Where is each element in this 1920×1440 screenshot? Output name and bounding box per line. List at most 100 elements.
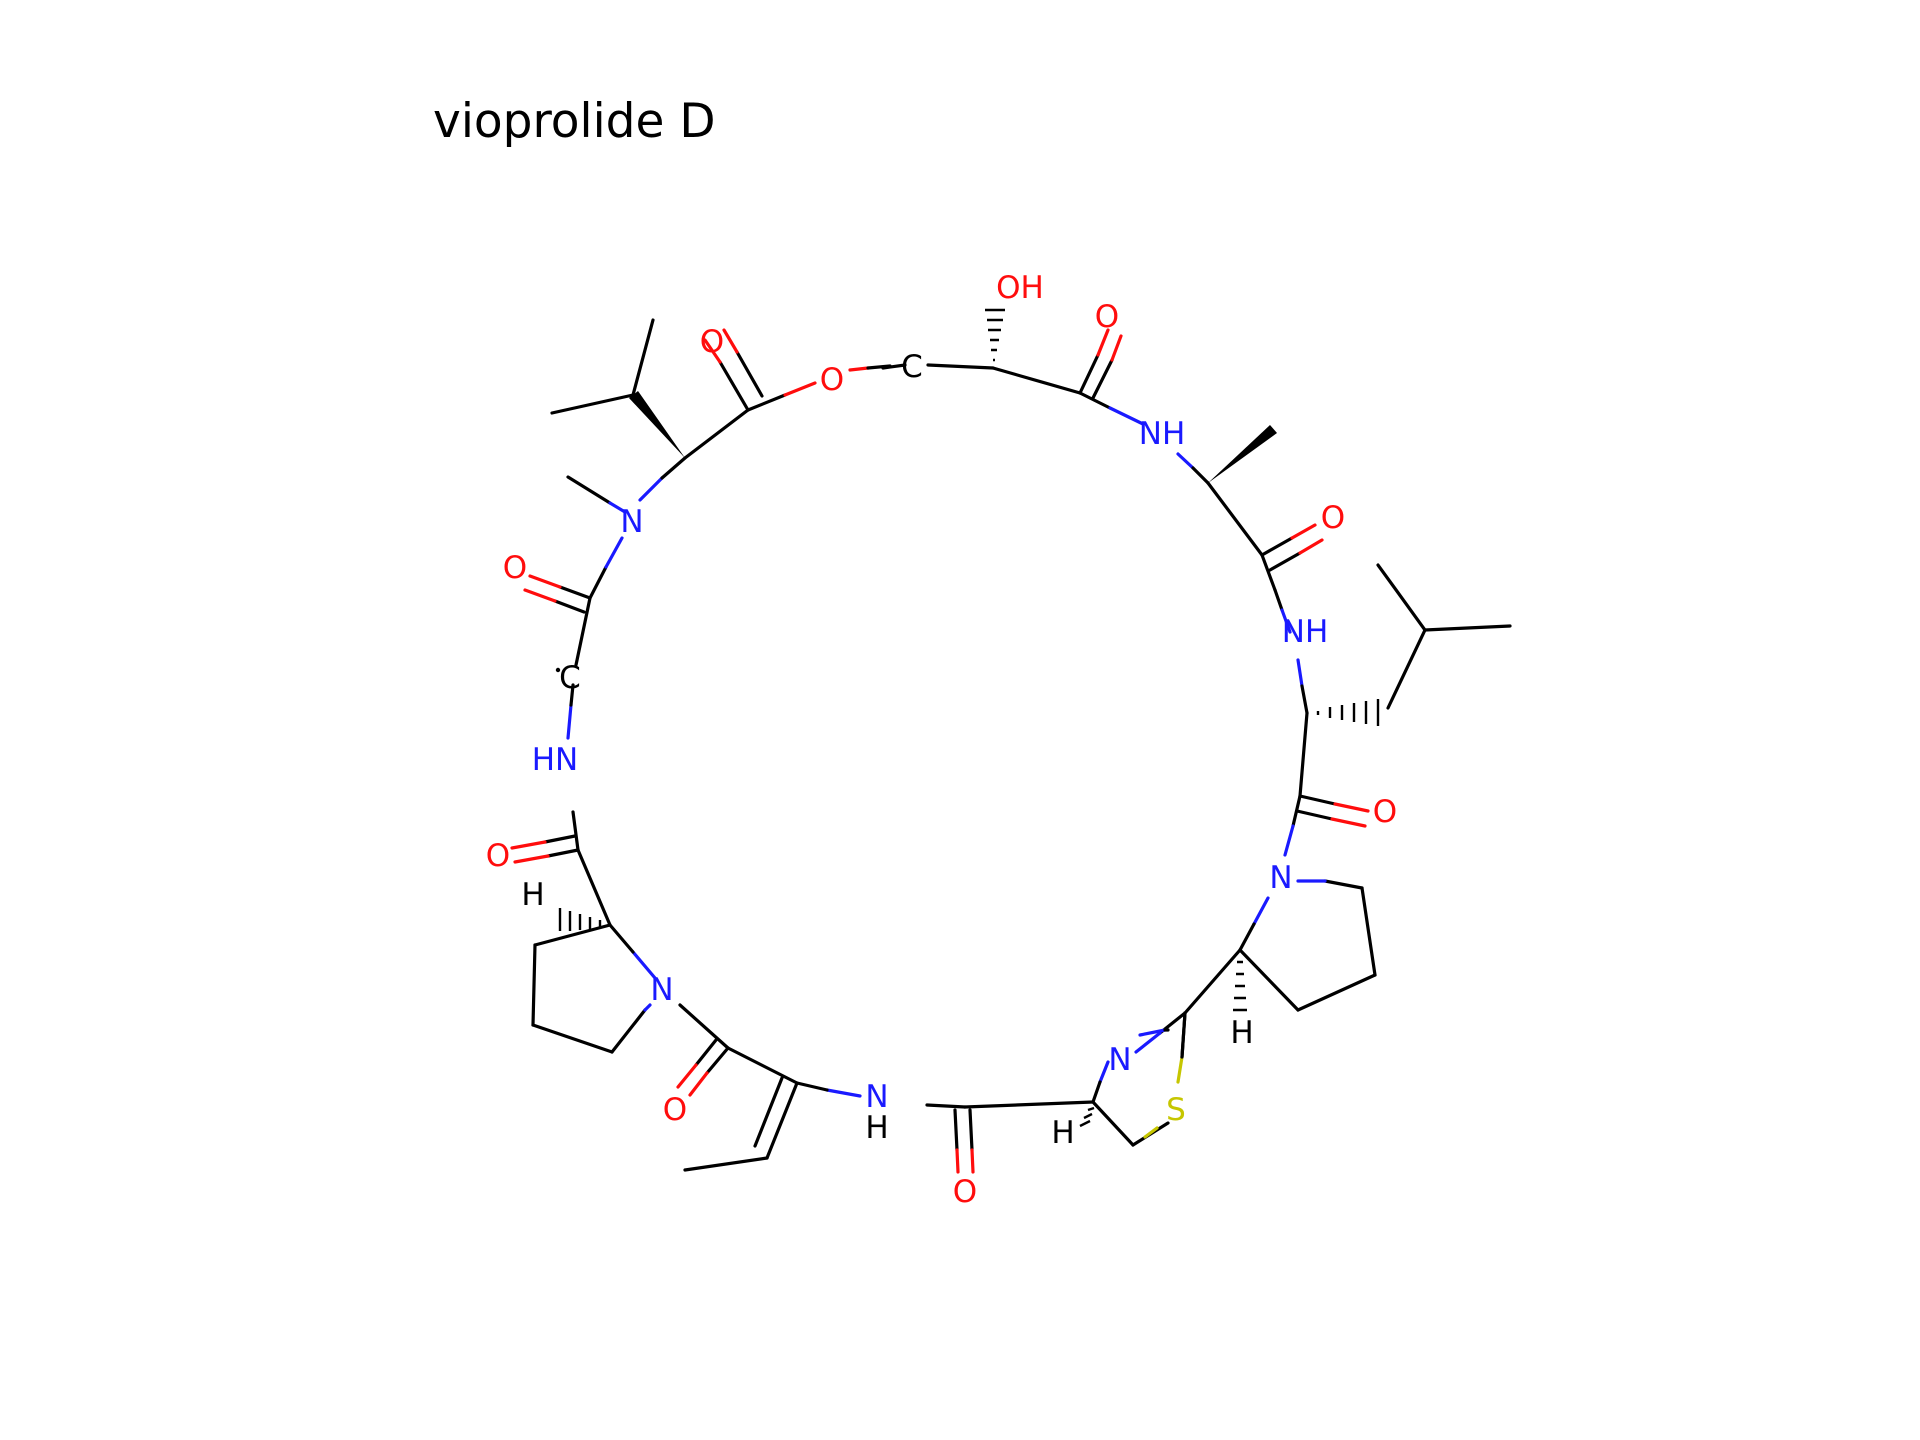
atom-n-pro-right: N [1269, 860, 1292, 896]
atom-o-bottom: O [953, 1174, 977, 1210]
atom-nh-bottom: N [865, 1079, 888, 1115]
hash-bond [1316, 699, 1380, 726]
bond [1280, 608, 1292, 634]
bond [735, 350, 764, 398]
bond [638, 476, 664, 502]
bond [1273, 588, 1284, 612]
bond [608, 501, 627, 514]
bonds-single [531, 318, 1512, 1172]
bond [566, 475, 612, 505]
bond [513, 854, 550, 864]
bond [553, 599, 586, 614]
bond [528, 574, 562, 589]
bond [1176, 452, 1195, 470]
hash-bond [1233, 960, 1247, 1012]
bond [566, 703, 573, 740]
bond [1238, 922, 1256, 952]
bond [1298, 538, 1324, 555]
bond [1323, 879, 1364, 890]
hash-bond [558, 908, 602, 931]
bond [604, 536, 624, 569]
bond [510, 840, 547, 850]
atom-s-thiazoline: S [1166, 1092, 1186, 1128]
bond [683, 408, 750, 460]
bond [694, 1038, 718, 1067]
bond [523, 588, 557, 603]
molecule-title: vioprolide D [433, 94, 716, 149]
bond [1238, 948, 1300, 1012]
bond [726, 1046, 799, 1085]
atom-o-ala: O [1321, 500, 1345, 536]
bond [531, 1023, 614, 1054]
bond [765, 1081, 799, 1160]
bond [558, 585, 592, 600]
bond [705, 1046, 730, 1075]
bond [660, 456, 687, 480]
atom-c-radical-left: C [559, 660, 581, 696]
bond [643, 1003, 652, 1012]
bond [1298, 711, 1309, 798]
bond [610, 1008, 647, 1054]
bond [1091, 358, 1114, 400]
radical-dot [555, 667, 561, 673]
bond [1296, 973, 1377, 1012]
bond [1180, 1011, 1187, 1059]
bond [1096, 328, 1110, 357]
bond [1333, 802, 1370, 813]
bond [866, 364, 892, 370]
bond [1283, 824, 1295, 857]
atom-o-left-upper: O [503, 550, 527, 586]
bond [1134, 1031, 1162, 1054]
atom-c-radical-top: C [901, 349, 923, 385]
atom-o-ester: O [820, 362, 844, 398]
bond [576, 848, 612, 927]
bond [1386, 628, 1427, 710]
hash-bond [1079, 1106, 1095, 1128]
bond [1291, 794, 1302, 828]
wedge-bond [1208, 425, 1277, 483]
atom-labels: OH O O C O NH O NH O N H N O C HN O H N … [486, 270, 1397, 1210]
atom-n-thiazoline: N [1108, 1042, 1131, 1078]
wedge-bond [629, 391, 685, 458]
bond [550, 393, 635, 415]
bond [1091, 1100, 1135, 1147]
bond [722, 328, 739, 354]
bond [631, 318, 655, 397]
bond [968, 1108, 974, 1152]
bond [1110, 334, 1123, 362]
bond [703, 338, 722, 364]
bond [1376, 563, 1427, 632]
bond [1252, 896, 1270, 926]
bond [1143, 1126, 1159, 1139]
wedge-bonds [629, 391, 1277, 483]
bond [718, 360, 750, 412]
bond [1138, 1028, 1167, 1037]
bond [678, 1003, 730, 1050]
atom-oh: OH [996, 270, 1044, 306]
atom-h-pro-right: H [1230, 1015, 1253, 1051]
bond [569, 683, 575, 707]
bond [953, 1108, 959, 1152]
bond [1191, 466, 1210, 485]
bond [1108, 406, 1145, 426]
bond [608, 923, 635, 954]
bond [925, 1103, 967, 1109]
bond [1078, 353, 1100, 395]
bond [1260, 536, 1294, 557]
bond [543, 834, 577, 844]
hash-bond [985, 308, 1005, 362]
bond [531, 943, 537, 1027]
bond [848, 366, 870, 372]
bond [571, 810, 580, 852]
atom-h-pro-left: H [521, 877, 544, 913]
bond [1423, 624, 1512, 632]
atom-o-ester-carbonyl: O [700, 324, 724, 360]
atom-nh-top-right: NH [1139, 416, 1186, 452]
bond [683, 1156, 769, 1172]
bond [991, 366, 1082, 395]
bond [588, 565, 608, 600]
bond [1300, 684, 1309, 715]
bond [1260, 553, 1277, 592]
bond [546, 848, 580, 858]
